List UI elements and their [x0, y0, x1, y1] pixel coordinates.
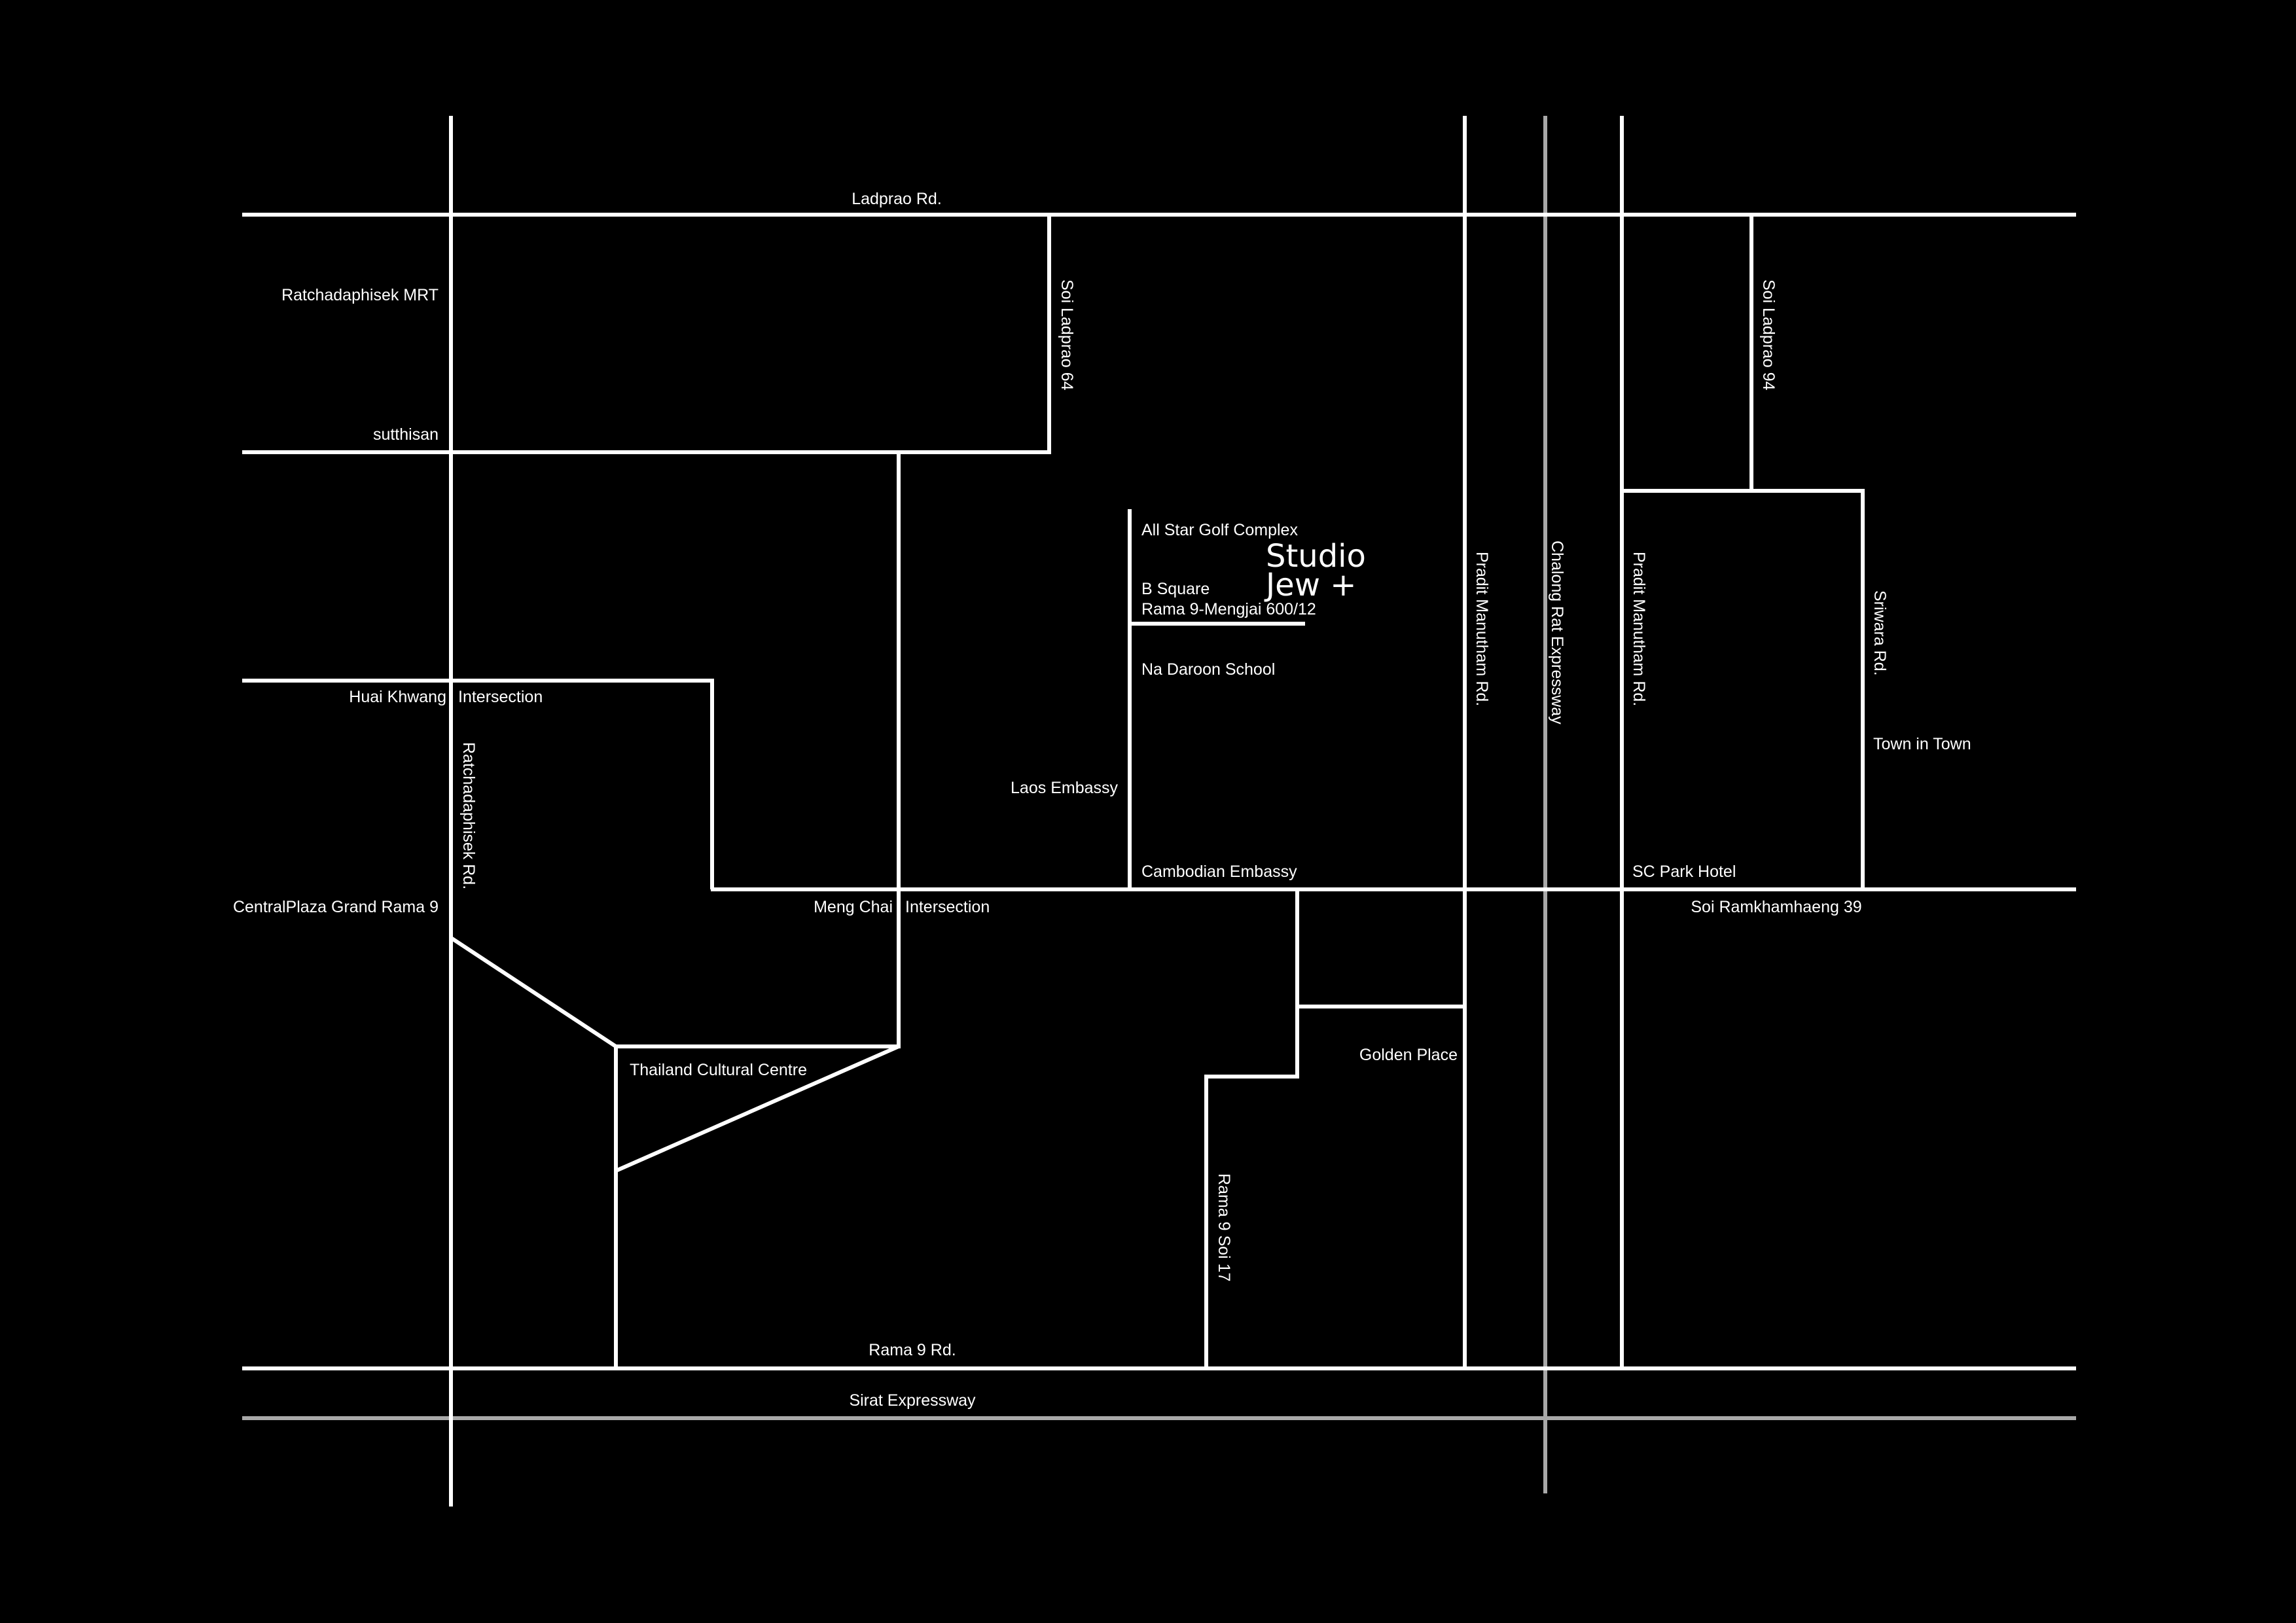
rama9-soi17-line — [1204, 889, 1299, 1368]
meng-chai-road-line — [614, 452, 901, 1368]
cultural-centre-diagonal-lower — [615, 1044, 900, 1173]
chalong-rat-label: Chalong Rat Expressway — [1548, 541, 1566, 724]
rama9-road-label: Rama 9 Rd. — [869, 1341, 956, 1359]
sriwara-road-label: Sriwara Rd. — [1871, 590, 1889, 676]
huai-khwang-intersection-label: Intersection — [458, 688, 543, 706]
thailand-cultural-centre-label: Thailand Cultural Centre — [630, 1061, 807, 1079]
golden-place-label: Golden Place — [1359, 1046, 1458, 1064]
soi-ladprao-64-label: Soi Ladprao 64 — [1058, 279, 1076, 391]
laos-embassy-label: Laos Embassy — [1011, 779, 1118, 797]
ladprao-road-label: Ladprao Rd. — [852, 190, 942, 208]
sirat-expressway-label: Sirat Expressway — [849, 1391, 976, 1410]
na-daroon-school-label: Na Daroon School — [1141, 660, 1275, 679]
sc-park-hotel-label: SC Park Hotel — [1632, 863, 1736, 881]
pradit-manutham-label-2: Pradit Manutham Rd. — [1630, 552, 1648, 706]
cambodian-embassy-label: Cambodian Embassy — [1141, 863, 1297, 881]
studio-brand-line1: Studio — [1266, 538, 1366, 575]
sriwara-road-line — [1622, 489, 1865, 889]
huai-khwang-road-line — [242, 679, 714, 889]
soi-ramkhamhaeng-39-label: Soi Ramkhamhaeng 39 — [1691, 898, 1861, 916]
huai-khwang-label: Huai Khwang — [349, 688, 446, 706]
pradit-manutham-label-1: Pradit Manutham Rd. — [1473, 552, 1491, 706]
rama9-soi17-label: Rama 9 Soi 17 — [1215, 1173, 1233, 1281]
town-in-town-label: Town in Town — [1873, 735, 1971, 753]
meng-chai-intersection-label: Intersection — [905, 898, 990, 916]
cultural-centre-diagonal-upper — [450, 936, 617, 1048]
soi-ladprao-94-label: Soi Ladprao 94 — [1759, 279, 1778, 391]
ratchadaphisek-road-label: Ratchadaphisek Rd. — [459, 742, 478, 889]
all-star-golf-label: All Star Golf Complex — [1141, 521, 1298, 539]
ratchadaphisek-mrt-label: Ratchadaphisek MRT — [281, 286, 439, 304]
centralplaza-label: CentralPlaza Grand Rama 9 — [233, 898, 439, 916]
studio-brand-line2: Jew + — [1264, 567, 1356, 603]
b-square-label: B Square — [1141, 580, 1210, 598]
sutthisan-road-label: sutthisan — [373, 425, 439, 444]
address-label: Rama 9-Mengjai 600/12 — [1141, 600, 1316, 618]
meng-chai-label: Meng Chai — [814, 898, 893, 916]
